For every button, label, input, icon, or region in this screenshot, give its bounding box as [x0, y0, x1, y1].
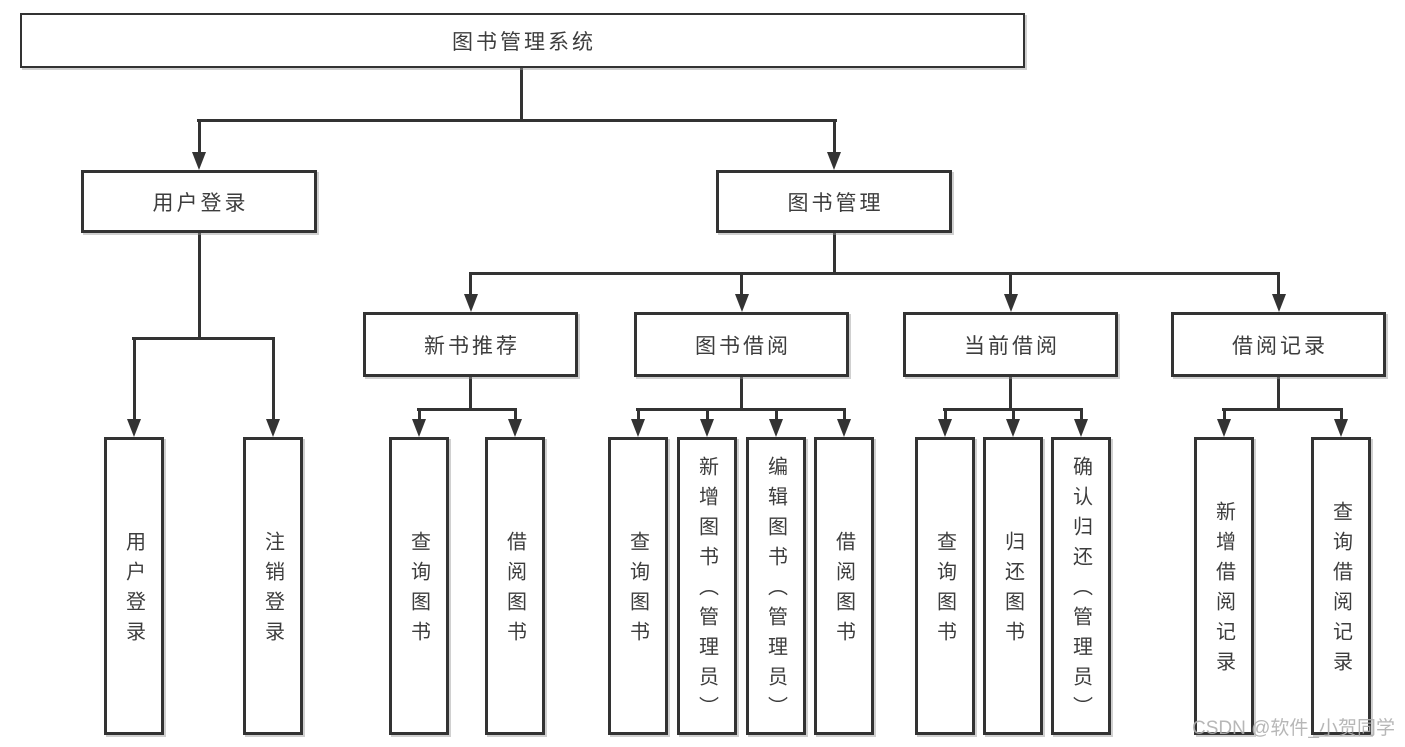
watermark-text: CSDN @软件_小贺同学	[1192, 718, 1395, 739]
leaf-cb-confirm-return-admin: 确认归还（管理员）	[1051, 437, 1111, 735]
leaf-label: 用户登录	[122, 531, 145, 651]
node-user-login: 用户登录	[81, 170, 317, 233]
arrowhead-leaf-user-login	[127, 419, 141, 437]
edge-book-borrowing-rail	[636, 408, 846, 411]
arrowhead-br-add-record	[1217, 419, 1231, 437]
node-label: 图书借阅	[695, 334, 791, 358]
edge-current-borrowing-stem	[1009, 377, 1012, 411]
arrowhead-bb-borrow-books	[837, 419, 851, 437]
leaf-label: 注销登录	[261, 531, 284, 651]
arrowhead-nr-borrow-books	[508, 419, 522, 437]
edge-root-rail	[197, 119, 837, 122]
leaf-label: 确认归还（管理员）	[1069, 456, 1092, 726]
edge-user-login-stem	[198, 233, 201, 340]
edge-drop-cb-query-books	[944, 408, 947, 424]
leaf-bb-borrow-books: 借阅图书	[814, 437, 874, 735]
edge-drop-leaf-user-login	[133, 337, 136, 423]
node-book-borrowing: 图书借阅	[634, 312, 849, 377]
edge-root-drop-user-login	[198, 119, 201, 156]
leaf-label: 编辑图书（管理员）	[764, 456, 787, 726]
leaf-user-login: 用户登录	[104, 437, 164, 735]
edge-drop-new-book-recommend	[469, 272, 472, 298]
leaf-label: 查询借阅记录	[1329, 501, 1352, 681]
edge-drop-book-borrowing	[740, 272, 743, 298]
leaf-label: 新增借阅记录	[1212, 501, 1235, 681]
edge-drop-bb-query-books	[637, 408, 640, 424]
arrowhead-br-query-record	[1334, 419, 1348, 437]
edge-book-management-stem	[833, 233, 836, 275]
edge-new-book-recommend-rail	[417, 408, 517, 411]
edge-drop-cb-return-books	[1012, 408, 1015, 424]
arrowhead-borrow-records	[1272, 294, 1286, 312]
arrowhead-cb-return-books	[1006, 419, 1020, 437]
node-label: 图书管理	[787, 191, 884, 215]
edge-drop-nr-borrow-books	[514, 408, 517, 424]
arrowhead-leaf-logout	[266, 419, 280, 437]
node-current-borrowing: 当前借阅	[903, 312, 1118, 377]
leaf-bb-add-book-admin: 新增图书（管理员）	[677, 437, 737, 735]
node-library-management-system: 图书管理系统	[20, 13, 1025, 68]
edge-book-borrowing-stem	[740, 377, 743, 411]
arrowhead-book-borrowing	[735, 294, 749, 312]
edge-drop-nr-query-books	[418, 408, 421, 424]
leaf-bb-query-books: 查询图书	[608, 437, 668, 735]
arrowhead-bb-edit-book	[769, 419, 783, 437]
arrowhead-bb-add-book	[700, 419, 714, 437]
edge-drop-br-add-record	[1223, 408, 1226, 424]
edge-drop-bb-borrow-books	[843, 408, 846, 424]
edge-drop-current-borrowing	[1009, 272, 1012, 298]
edge-drop-leaf-logout	[272, 337, 275, 423]
leaf-label: 归还图书	[1001, 531, 1024, 651]
leaf-cb-return-books: 归还图书	[983, 437, 1043, 735]
leaf-label: 查询图书	[407, 531, 430, 651]
node-label: 借阅记录	[1232, 334, 1328, 358]
arrowhead-current-borrowing	[1004, 294, 1018, 312]
node-label: 当前借阅	[964, 334, 1060, 358]
arrowhead-user-login	[192, 152, 206, 170]
leaf-nr-query-books: 查询图书	[389, 437, 449, 735]
arrowhead-book-management	[827, 152, 841, 170]
leaf-br-query-borrow-record: 查询借阅记录	[1311, 437, 1371, 735]
edge-drop-borrow-records	[1277, 272, 1280, 298]
edge-drop-bb-add-book	[706, 408, 709, 424]
node-borrow-records: 借阅记录	[1171, 312, 1386, 377]
leaf-cb-query-books: 查询图书	[915, 437, 975, 735]
leaf-br-add-borrow-record: 新增借阅记录	[1194, 437, 1254, 735]
leaf-label: 查询图书	[933, 531, 956, 651]
leaf-label: 查询图书	[626, 531, 649, 651]
leaf-label: 借阅图书	[832, 531, 855, 651]
edge-root-stem	[520, 68, 523, 121]
arrowhead-new-book-recommend	[464, 294, 478, 312]
arrowhead-cb-confirm-return	[1074, 419, 1088, 437]
arrowhead-bb-query-books	[631, 419, 645, 437]
edge-new-book-recommend-stem	[469, 377, 472, 411]
edge-drop-bb-edit-book	[775, 408, 778, 424]
edge-root-drop-book-management	[833, 119, 836, 156]
edge-drop-br-query-record	[1340, 408, 1343, 424]
node-label: 用户登录	[152, 191, 249, 215]
edge-borrow-records-stem	[1277, 377, 1280, 411]
node-new-book-recommend: 新书推荐	[363, 312, 578, 377]
edge-user-login-rail	[132, 337, 275, 340]
arrowhead-nr-query-books	[412, 419, 426, 437]
leaf-label: 新增图书（管理员）	[695, 456, 718, 726]
leaf-logout: 注销登录	[243, 437, 303, 735]
node-label: 图书管理系统	[452, 30, 596, 54]
node-label: 新书推荐	[424, 334, 520, 358]
leaf-label: 借阅图书	[503, 531, 526, 651]
leaf-bb-edit-book-admin: 编辑图书（管理员）	[746, 437, 806, 735]
edge-drop-cb-confirm-return	[1080, 408, 1083, 424]
edge-borrow-records-rail	[1222, 408, 1343, 411]
arrowhead-cb-query-books	[938, 419, 952, 437]
node-book-management: 图书管理	[716, 170, 952, 233]
edge-book-management-rail	[469, 272, 1280, 275]
leaf-nr-borrow-books: 借阅图书	[485, 437, 545, 735]
